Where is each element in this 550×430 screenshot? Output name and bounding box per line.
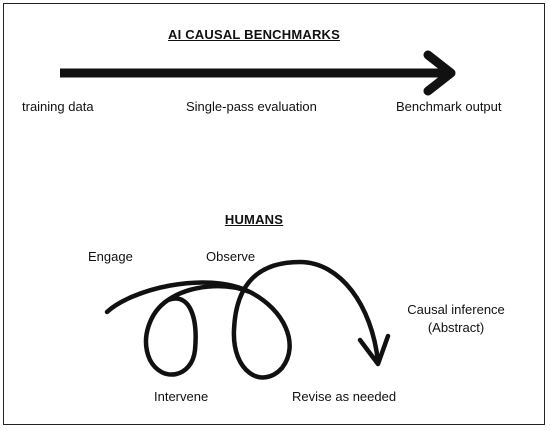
label-intervene: Intervene bbox=[154, 389, 209, 404]
human-process-spiral bbox=[104, 259, 391, 380]
label-observe: Observe bbox=[206, 249, 256, 264]
label-training-data: training data bbox=[22, 99, 94, 114]
label-engage: Engage bbox=[88, 249, 133, 264]
spiral-arrow-head bbox=[357, 333, 391, 367]
ai-process-arrow bbox=[60, 50, 456, 96]
label-abstract: (Abstract) bbox=[427, 320, 485, 335]
ai-arrow-head bbox=[423, 50, 456, 96]
human-section-title: HUMANS bbox=[224, 212, 284, 227]
spiral-path bbox=[104, 259, 381, 380]
label-revise-as-needed: Revise as needed bbox=[292, 389, 397, 404]
label-single-pass-evaluation: Single-pass evaluation bbox=[186, 99, 317, 114]
ai-section-title: AI CAUSAL BENCHMARKS bbox=[167, 27, 341, 42]
label-causal-inference: Causal inference bbox=[407, 302, 505, 317]
label-benchmark-output: Benchmark output bbox=[396, 99, 502, 114]
